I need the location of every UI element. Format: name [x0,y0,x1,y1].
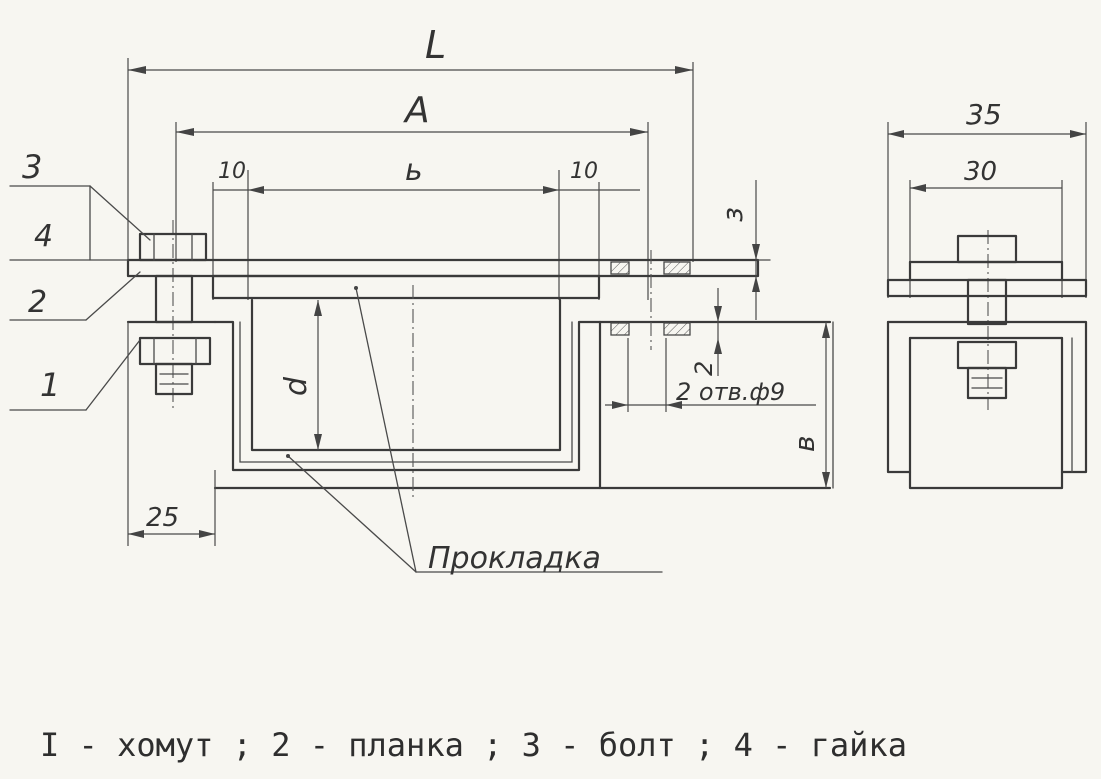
label-3: з [716,207,749,222]
label-d: d [279,376,314,396]
label-10-right: 10 [570,159,598,184]
label-25: 25 [146,503,179,533]
bolt-assembly-left [138,232,212,396]
callout-3: 3 [22,148,42,186]
label-L: L [425,23,446,67]
label-30: 30 [964,157,997,187]
callout-2: 2 [28,285,47,320]
dimension-2: 2 [690,288,722,376]
label-B: в [788,435,821,452]
holes-callout: 2 отв.ф9 [605,338,816,412]
label-A: A [403,90,430,131]
dimension-B: в [788,322,830,488]
label-b: ь [405,153,423,188]
center-lines [172,220,989,500]
label-holes: 2 отв.ф9 [676,378,785,406]
label-35: 35 [966,98,1002,131]
dimension-3: з [716,180,760,320]
dimension-L: L [127,23,694,270]
dimension-b: ь 10 10 [212,153,640,300]
callout-1: 1 [40,366,60,404]
side-view: 35 30 [886,98,1088,490]
label-10-left: 10 [218,159,246,184]
callout-leaders: 3 4 2 1 [9,148,151,411]
dimension-d: d [279,300,322,450]
gasket-top [211,274,601,300]
callout-4: 4 [34,219,53,254]
dimension-A: A [175,90,649,300]
gasket-callout: Прокладка [286,286,663,576]
label-2: 2 [690,361,718,376]
legend: I - хомут ; 2 - планка ; 3 - болт ; 4 - … [40,726,907,764]
dimension-25: 25 [127,322,216,546]
clamp [126,298,834,490]
label-gasket: Прокладка [428,541,601,576]
plank [9,258,771,278]
